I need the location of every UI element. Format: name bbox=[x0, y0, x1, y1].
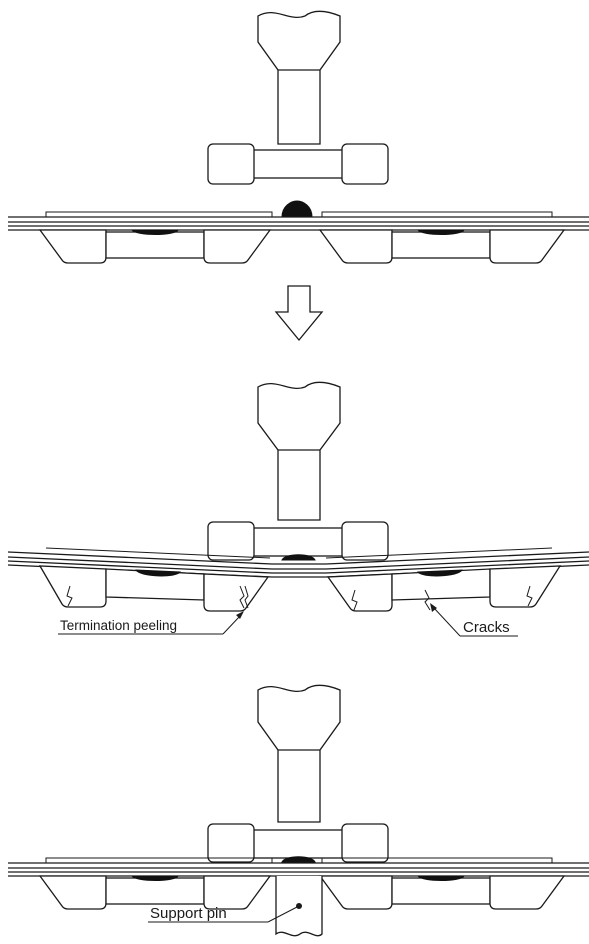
stage-3-bottom-component-left bbox=[38, 875, 272, 910]
stage-3-nozzle bbox=[257, 684, 341, 823]
stage-2-board-deflection: Termination peeling Cracks bbox=[7, 381, 589, 637]
support-pin-label: Support pin bbox=[150, 905, 227, 922]
termination-peeling-callout: Termination peeling bbox=[58, 611, 244, 635]
termination-peeling-label: Termination peeling bbox=[60, 618, 177, 633]
stage-3-chip-component bbox=[207, 823, 389, 863]
stage-1-before-mounting bbox=[8, 10, 589, 264]
stage-2-nozzle bbox=[257, 381, 341, 521]
down-arrow-icon bbox=[274, 285, 324, 342]
stage-1-board bbox=[8, 216, 589, 231]
stage-1-solder-paste bbox=[281, 200, 313, 218]
stage-2-bottom-component-right bbox=[326, 565, 562, 612]
stage-1-nozzle bbox=[257, 10, 341, 145]
stage-3-board bbox=[8, 862, 589, 877]
support-pin bbox=[275, 876, 323, 937]
stage-1-chip-component bbox=[207, 143, 389, 185]
stage-3-bottom-component-right bbox=[318, 875, 566, 910]
support-pin-callout: Support pin bbox=[148, 905, 300, 923]
stage-1-bottom-component-right bbox=[318, 229, 566, 264]
cracks-label: Cracks bbox=[463, 619, 510, 636]
stage-3-with-support-pin: Support pin bbox=[8, 684, 589, 937]
stage-2-bottom-component-left bbox=[38, 565, 270, 612]
cracks-callout: Cracks bbox=[430, 603, 518, 637]
stage-1-bottom-component-left bbox=[38, 229, 272, 264]
stage-2-chip-component bbox=[207, 521, 389, 561]
